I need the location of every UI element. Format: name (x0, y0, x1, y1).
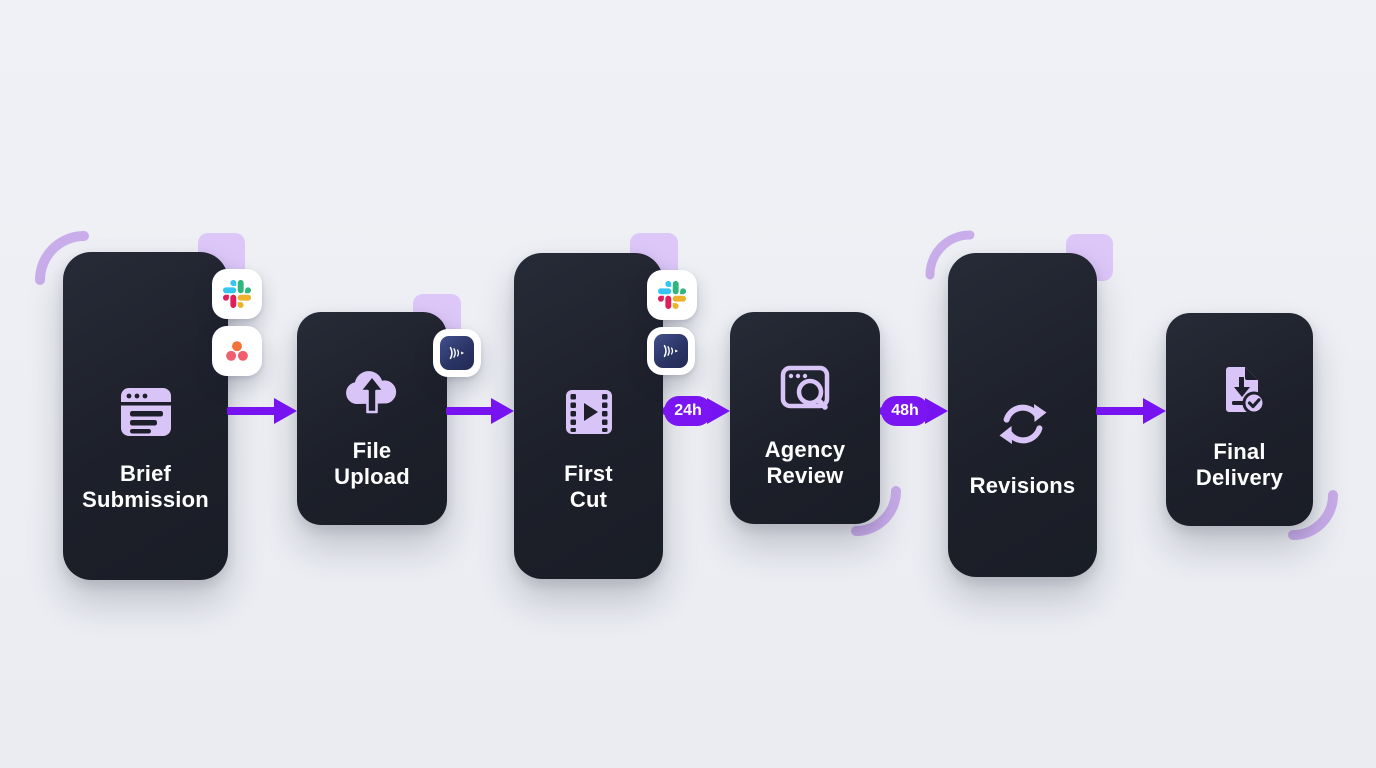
stage-title-line2: Submission (82, 487, 209, 512)
stage-title: File Upload (334, 438, 410, 490)
duration-label: 24h (674, 402, 702, 419)
slack-badge (212, 269, 262, 319)
arrow-line (446, 407, 500, 415)
sync-arrows-icon (999, 404, 1046, 444)
arrow-head-icon (274, 398, 297, 424)
decor-arc (35, 231, 89, 285)
duration-badge: 48h (881, 396, 929, 426)
stage-card-first-cut: First Cut (514, 253, 663, 579)
duration-label: 48h (891, 402, 919, 419)
slack-badge (647, 270, 697, 320)
stage-card-brief-submission: Brief Submission (63, 252, 228, 580)
arrow-line (227, 407, 283, 415)
slack-icon (223, 280, 251, 308)
stage-title-line2: Review (766, 463, 844, 488)
wave-app-badge (647, 327, 695, 375)
stage-title-line1: First (564, 461, 613, 486)
stage-title-line2: Upload (334, 463, 410, 489)
stage-title: Revisions (970, 473, 1076, 499)
connector-arrow (446, 391, 514, 431)
decor-arc (925, 230, 975, 280)
stage-title-line1: Brief (119, 461, 172, 486)
arrow-head-icon (491, 398, 514, 424)
decor-arc (851, 486, 901, 536)
arrow-head-icon (707, 398, 730, 424)
connector-arrow-48h: 48h (880, 391, 948, 431)
browser-document-icon (120, 388, 171, 436)
decor-arc (1288, 490, 1338, 540)
stage-title-line1: Revisions (969, 473, 1076, 498)
stage-card-revisions: Revisions (948, 253, 1097, 577)
stage-title-line1: File (352, 437, 392, 463)
stage-title-line2: Delivery (1195, 464, 1284, 490)
arrow-head-icon (1143, 398, 1166, 424)
stage-card-agency-review: Agency Review (730, 312, 880, 524)
document-download-check-icon (1225, 366, 1265, 414)
stage-card-final-delivery: Final Delivery (1166, 313, 1313, 526)
connector-arrow (227, 391, 297, 431)
browser-search-icon (780, 365, 830, 410)
asana-badge (212, 326, 262, 376)
stage-card-file-upload: File Upload (297, 312, 447, 525)
wave-app-icon (654, 334, 688, 368)
slack-icon (658, 281, 686, 309)
asana-icon (226, 341, 248, 361)
cloud-upload-icon (346, 370, 397, 413)
stage-title-line2: Cut (569, 487, 608, 512)
wave-app-icon (440, 336, 474, 370)
film-play-icon (565, 390, 612, 434)
arrow-head-icon (925, 398, 948, 424)
stage-title: Agency Review (765, 437, 846, 489)
stage-title: Final Delivery (1196, 439, 1283, 491)
connector-arrow-24h: 24h (663, 391, 730, 431)
wave-app-badge (433, 329, 481, 377)
stage-title-line1: Final (1213, 438, 1266, 464)
connector-arrow (1096, 391, 1166, 431)
duration-badge: 24h (664, 396, 712, 426)
stage-title-line1: Agency (764, 437, 846, 462)
stage-title: Brief Submission (82, 461, 209, 513)
stage-title: First Cut (564, 461, 613, 513)
arrow-line (1096, 407, 1152, 415)
